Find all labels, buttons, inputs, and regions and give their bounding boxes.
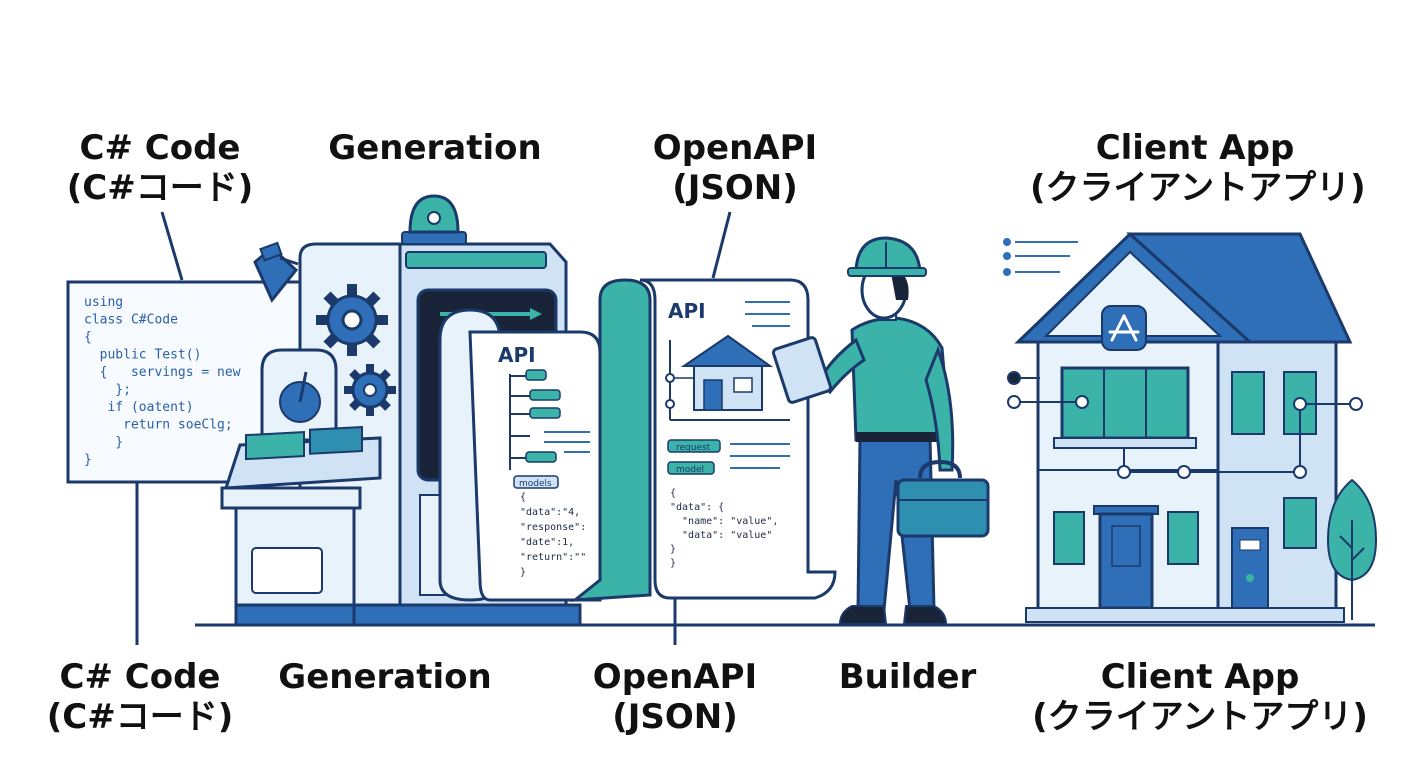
openapi-pill-request: request (676, 443, 711, 453)
code-line: using (84, 295, 123, 310)
json-line: "data": { (670, 502, 724, 513)
json-line: } (520, 567, 526, 578)
code-line: { servings = new (84, 365, 241, 380)
label-openapi-bottom-line2: (JSON) (612, 697, 738, 737)
label-csharp-bottom-line2: (C#コード) (46, 697, 234, 737)
openapi-pill-model: model (676, 465, 704, 475)
openapi-document: API request model {"data": { "name": (639, 278, 837, 600)
tree (1326, 478, 1378, 620)
label-client-bottom: Client App (クライアントアプリ) (1030, 657, 1370, 737)
label-openapi-bottom: OpenAPI (JSON) (575, 657, 775, 737)
label-client-bottom-line2: (クライアントアプリ) (1032, 697, 1368, 737)
label-client-bottom-line1: Client App (1100, 657, 1300, 697)
api-scroll-title: API (498, 343, 536, 367)
blueprint-house (665, 334, 790, 421)
json-line: "date":1, (520, 537, 574, 548)
json-line: "name": "value", (670, 516, 778, 527)
beacon-icon (401, 194, 467, 245)
label-builder-bottom: Builder (820, 657, 995, 697)
code-line: return soeClg; (84, 418, 233, 433)
json-line: { (520, 492, 526, 503)
code-line: }; (84, 383, 131, 398)
connector-openapi-top (711, 211, 732, 279)
json-line: "data": "value" (670, 530, 772, 541)
code-line: public Test() (84, 348, 201, 363)
lamp-icon (253, 241, 299, 303)
label-csharp-top-line2: (C#コード) (66, 168, 254, 208)
label-openapi-bottom-line1: OpenAPI (592, 657, 758, 697)
code-line: class C#Code (84, 313, 178, 328)
label-generation-top: Generation (315, 128, 555, 168)
app-store-icon (1101, 305, 1147, 351)
json-line: } (670, 558, 676, 569)
label-generation-top-text: Generation (328, 128, 542, 168)
label-csharp-bottom: C# Code (C#コード) (35, 657, 245, 737)
gear-icon (344, 364, 396, 416)
connector-csharp-top (160, 211, 184, 281)
client-house (1003, 231, 1378, 623)
code-lines: using class C#Code { public Test() { servi… (84, 295, 241, 468)
json-line: "return":"" (520, 552, 586, 563)
openapi-doc-title: API (668, 299, 706, 323)
code-line: } (84, 453, 92, 468)
label-client-top-line2: (クライアントアプリ) (1030, 168, 1366, 208)
label-csharp-top: C# Code (C#コード) (55, 128, 265, 208)
teal-scroll-band (570, 278, 652, 602)
json-line: "response": (520, 522, 586, 533)
label-builder-bottom-text: Builder (838, 657, 977, 697)
api-scroll: API models { "data":"4, "response": "date":… (438, 308, 602, 602)
code-line: if (oatent) (84, 400, 194, 415)
builder-figure (771, 236, 990, 625)
json-line: "data":"4, (520, 507, 580, 518)
code-line: } (84, 435, 123, 450)
label-client-top-line1: Client App (1095, 128, 1295, 168)
json-line: } (670, 544, 676, 555)
openapi-json: { "data": { "name": "value", "data": "val… (670, 488, 778, 569)
control-console (220, 348, 382, 627)
label-openapi-top: OpenAPI (JSON) (630, 128, 840, 208)
gear-icon (316, 284, 388, 356)
label-generation-bottom-text: Generation (278, 657, 492, 697)
api-scroll-json: { "data":"4, "response": "date":1, "return":… (520, 492, 586, 578)
json-line: { (670, 488, 676, 499)
label-csharp-bottom-line1: C# Code (59, 657, 221, 697)
label-openapi-top-line2: (JSON) (672, 168, 798, 208)
api-scroll-pill: models (519, 479, 552, 489)
label-generation-bottom: Generation (270, 657, 500, 697)
label-client-top: Client App (クライアントアプリ) (1030, 128, 1366, 208)
label-openapi-top-line1: OpenAPI (652, 128, 818, 168)
code-line: { (84, 330, 92, 345)
label-csharp-top-line1: C# Code (79, 128, 241, 168)
